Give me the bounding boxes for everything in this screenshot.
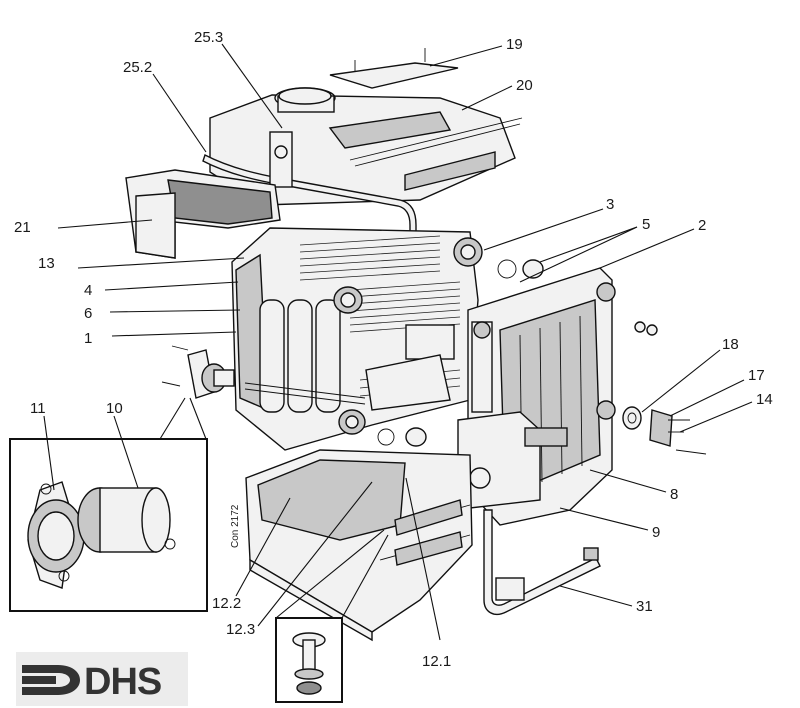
part-12-combustion-tray (245, 449, 473, 642)
callout-31: 31 (636, 598, 653, 615)
callout-11: 11 (30, 400, 46, 417)
callout-25-3: 25.3 (194, 29, 223, 46)
callout-4: 4 (84, 282, 92, 299)
part-8-gas-valve (365, 321, 568, 509)
logo-text: DHS (84, 661, 161, 703)
callout-labels: 19 20 25.3 25.2 21 13 4 6 1 3 5 2 18 17 … (14, 29, 773, 670)
callout-12-1: 12.1 (422, 653, 451, 670)
part-21-side-panel (125, 169, 281, 259)
callout-3: 3 (606, 196, 614, 213)
callout-5: 5 (642, 216, 650, 233)
callout-8: 8 (670, 486, 678, 503)
part-5-seals (377, 259, 544, 447)
callout-2: 2 (698, 217, 706, 234)
part-19-cover-plate (329, 48, 459, 89)
parts-14-17-18-fittings (622, 321, 707, 455)
callout-25-2: 25.2 (123, 59, 152, 76)
drawing-code: Con 2172 (230, 504, 241, 548)
leader-lines (43, 43, 753, 641)
callout-12-3: 12.3 (226, 621, 255, 638)
callout-20: 20 (516, 77, 533, 94)
dhs-logo: DHS (16, 652, 188, 706)
flange-left (161, 345, 235, 399)
callout-6: 6 (84, 305, 92, 322)
callout-9: 9 (652, 524, 660, 541)
callout-19: 19 (506, 36, 523, 53)
part-31-pipe (483, 509, 601, 616)
callout-10: 10 (106, 400, 123, 417)
heat-exchanger-fins (299, 235, 461, 397)
callout-13: 13 (38, 255, 55, 272)
inset-flange-detail (9, 438, 208, 612)
callout-12-2: 12.2 (212, 595, 241, 612)
heat-exchanger-tubes (259, 237, 483, 435)
callout-14: 14 (756, 391, 773, 408)
callout-17: 17 (748, 367, 765, 384)
callout-1: 1 (84, 330, 92, 347)
callout-21: 21 (14, 219, 31, 236)
dhs-arrow-logo-icon (22, 665, 80, 695)
callout-18: 18 (722, 336, 739, 353)
inset-screw-detail (275, 617, 343, 703)
